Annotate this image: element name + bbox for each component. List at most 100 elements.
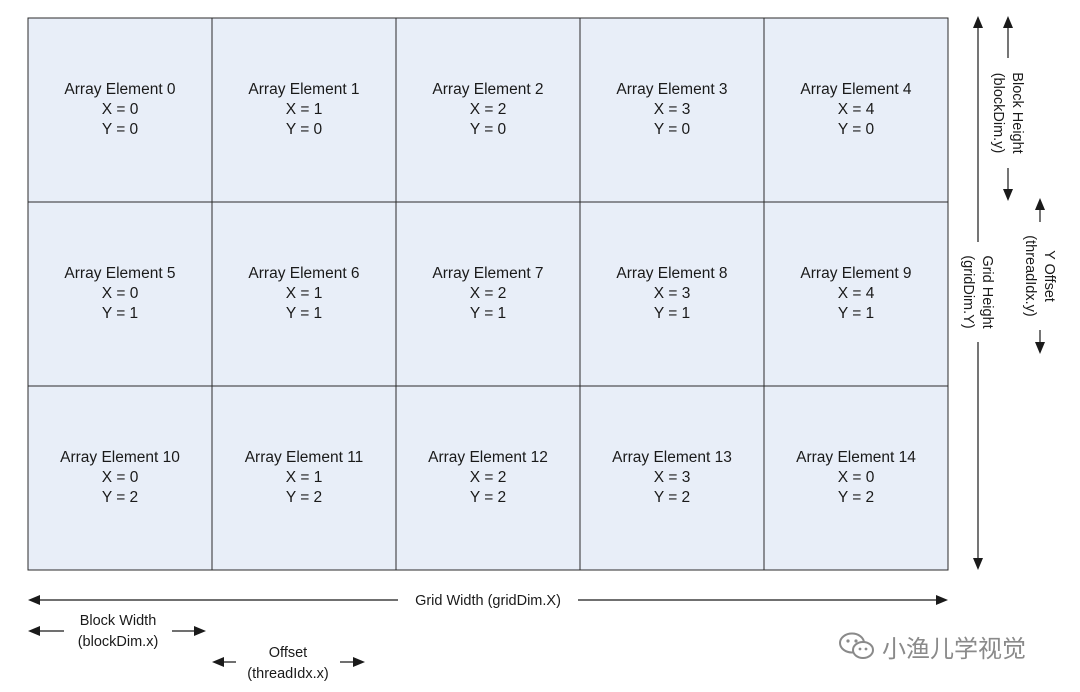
- array-element-cell: Array Element 3 X = 3 Y = 0: [579, 17, 765, 203]
- array-element-cell: Array Element 4 X = 4 Y = 0: [763, 17, 949, 203]
- cell-label: Array Element 4: [800, 81, 912, 98]
- grid-height-dimension: Grid Height (gridDim.Y): [955, 16, 999, 570]
- offset-label-line2: (threadIdx.x): [247, 666, 328, 682]
- cell-y-index: Y = 1: [654, 305, 690, 322]
- cell-y-index: Y = 1: [838, 305, 874, 322]
- array-element-cell: Array Element 13X = 3Y = 2: [579, 385, 765, 571]
- cell-x-index: X = 0: [102, 469, 139, 486]
- cell-y-index: Y = 0: [286, 121, 323, 138]
- cell-label: Array Element 12: [428, 449, 548, 466]
- cell-background: [395, 201, 581, 387]
- block-width-label-line1: Block Width: [80, 613, 157, 629]
- y-offset-arrowhead-top: [1035, 198, 1045, 210]
- cell-label: Array Element 3: [616, 81, 727, 98]
- array-element-cell: Array Element 14 X = 0 Y = 2: [763, 385, 949, 571]
- offset-label-line1: Offset: [269, 645, 307, 661]
- cell-label: Array Element 5: [64, 265, 175, 282]
- wechat-icon: [839, 632, 874, 659]
- cell-y-index: Y = 1: [470, 305, 506, 322]
- cell-background: [211, 17, 397, 203]
- array-element-cell: Array Element 2 X = 2 Y = 0: [395, 17, 581, 203]
- cell-label: Array Element 14: [796, 449, 916, 466]
- cell-y-index: Y = 0: [838, 121, 875, 138]
- cell-background: [27, 201, 213, 387]
- cell-label: Array Element 10: [60, 449, 180, 466]
- block-width-label-line2: (blockDim.x): [78, 634, 159, 650]
- array-element-cell: Array Element 9 X = 4 Y = 1: [763, 201, 949, 387]
- cell-y-index: Y = 2: [654, 489, 690, 506]
- cell-background: [211, 385, 397, 571]
- cell-background: [211, 201, 397, 387]
- array-element-cell: Array Element 8 X = 3 Y = 1: [579, 201, 765, 387]
- cell-x-index: X = 4: [838, 101, 875, 118]
- cell-x-index: X = 0: [102, 101, 139, 118]
- cell-x-index: X = 3: [654, 285, 691, 302]
- y-offset-arrowhead-bottom: [1035, 342, 1045, 354]
- cell-label: Array Element 0: [64, 81, 176, 98]
- cell-label: Array Element 7: [432, 265, 543, 282]
- offset-arrowhead-left: [212, 657, 224, 667]
- cell-label: Array Element 2: [432, 81, 543, 98]
- cell-label: Array Element 1: [248, 81, 359, 98]
- cell-x-index: X = 0: [102, 285, 139, 302]
- cell-x-index: X = 0: [838, 469, 875, 486]
- offset-dimension: Offset (threadIdx.x): [212, 640, 365, 684]
- block-height-label-line2: (blockDim.y): [990, 73, 1006, 154]
- block-width-arrowhead-right: [194, 626, 206, 636]
- cell-background: [27, 17, 213, 203]
- y-offset-label-line1: Y Offset: [1041, 250, 1057, 302]
- cell-x-index: X = 1: [286, 285, 323, 302]
- grid-height-arrowhead-top: [973, 16, 983, 28]
- block-width-dimension: Block Width (blockDim.x): [28, 610, 206, 652]
- array-element-cell: Array Element 0 X = 0 Y = 0: [27, 17, 213, 203]
- block-width-arrowhead-left: [28, 626, 40, 636]
- cell-x-index: X = 1: [286, 101, 323, 118]
- grid-height-label-line2: (gridDim.Y): [960, 255, 976, 328]
- cell-x-index: X = 2: [470, 469, 507, 486]
- cell-x-index: X = 4: [838, 285, 875, 302]
- cell-x-index: X = 2: [470, 101, 507, 118]
- cell-y-index: Y = 0: [470, 121, 507, 138]
- cell-x-index: X = 2: [470, 285, 507, 302]
- offset-arrowhead-right: [353, 657, 365, 667]
- cell-label: Array Element 6: [248, 265, 359, 282]
- array-element-cell: Array Element 7 X = 2 Y = 1: [395, 201, 581, 387]
- array-element-cell: Array Element 6 X = 1 Y = 1: [211, 201, 397, 387]
- cell-y-index: Y = 2: [286, 489, 322, 506]
- cell-background: [763, 201, 949, 387]
- y-offset-dimension: Y Offset (threadIdx.y): [1018, 198, 1062, 354]
- cell-background: [395, 17, 581, 203]
- cell-y-index: Y = 0: [102, 121, 139, 138]
- cell-x-index: X = 3: [654, 469, 691, 486]
- cell-y-index: Y = 2: [102, 489, 138, 506]
- cell-x-index: X = 3: [654, 101, 691, 118]
- block-height-arrowhead-top: [1003, 16, 1013, 28]
- cell-y-index: Y = 1: [102, 305, 138, 322]
- cell-y-index: Y = 0: [654, 121, 691, 138]
- cell-background: [763, 17, 949, 203]
- cell-background: [579, 385, 765, 571]
- cell-y-index: Y = 1: [286, 305, 322, 322]
- watermark-text: 小渔儿学视觉: [882, 634, 1026, 663]
- grid-height-label-line1: Grid Height: [979, 255, 995, 328]
- cell-label: Array Element 8: [616, 265, 727, 282]
- array-element-cell: Array Element 1 X = 1 Y = 0: [211, 17, 397, 203]
- block-height-label-line1: Block Height: [1009, 72, 1025, 153]
- array-element-cell: Array Element 5 X = 0 Y = 1: [27, 201, 213, 387]
- cell-y-index: Y = 2: [470, 489, 506, 506]
- grid-width-label: Grid Width (gridDim.X): [415, 593, 561, 609]
- cell-background: [763, 385, 949, 571]
- array-element-cell: Array Element 12 X = 2 Y = 2: [395, 385, 581, 571]
- grid-width-arrowhead-right: [936, 595, 948, 605]
- cell-label: Array Element 9: [800, 265, 911, 282]
- grid-width-arrowhead-left: [28, 595, 40, 605]
- grid-height-arrowhead-bottom: [973, 558, 983, 570]
- array-element-cell: Array Element 10 X = 0 Y = 2: [27, 385, 213, 571]
- y-offset-label-line2: (threadIdx.y): [1022, 235, 1038, 316]
- cell-background: [395, 385, 581, 571]
- cell-label: Array Element 11: [245, 449, 364, 466]
- array-element-cell: Array Element 11X = 1Y = 2: [211, 385, 397, 571]
- cell-y-index: Y = 2: [838, 489, 874, 506]
